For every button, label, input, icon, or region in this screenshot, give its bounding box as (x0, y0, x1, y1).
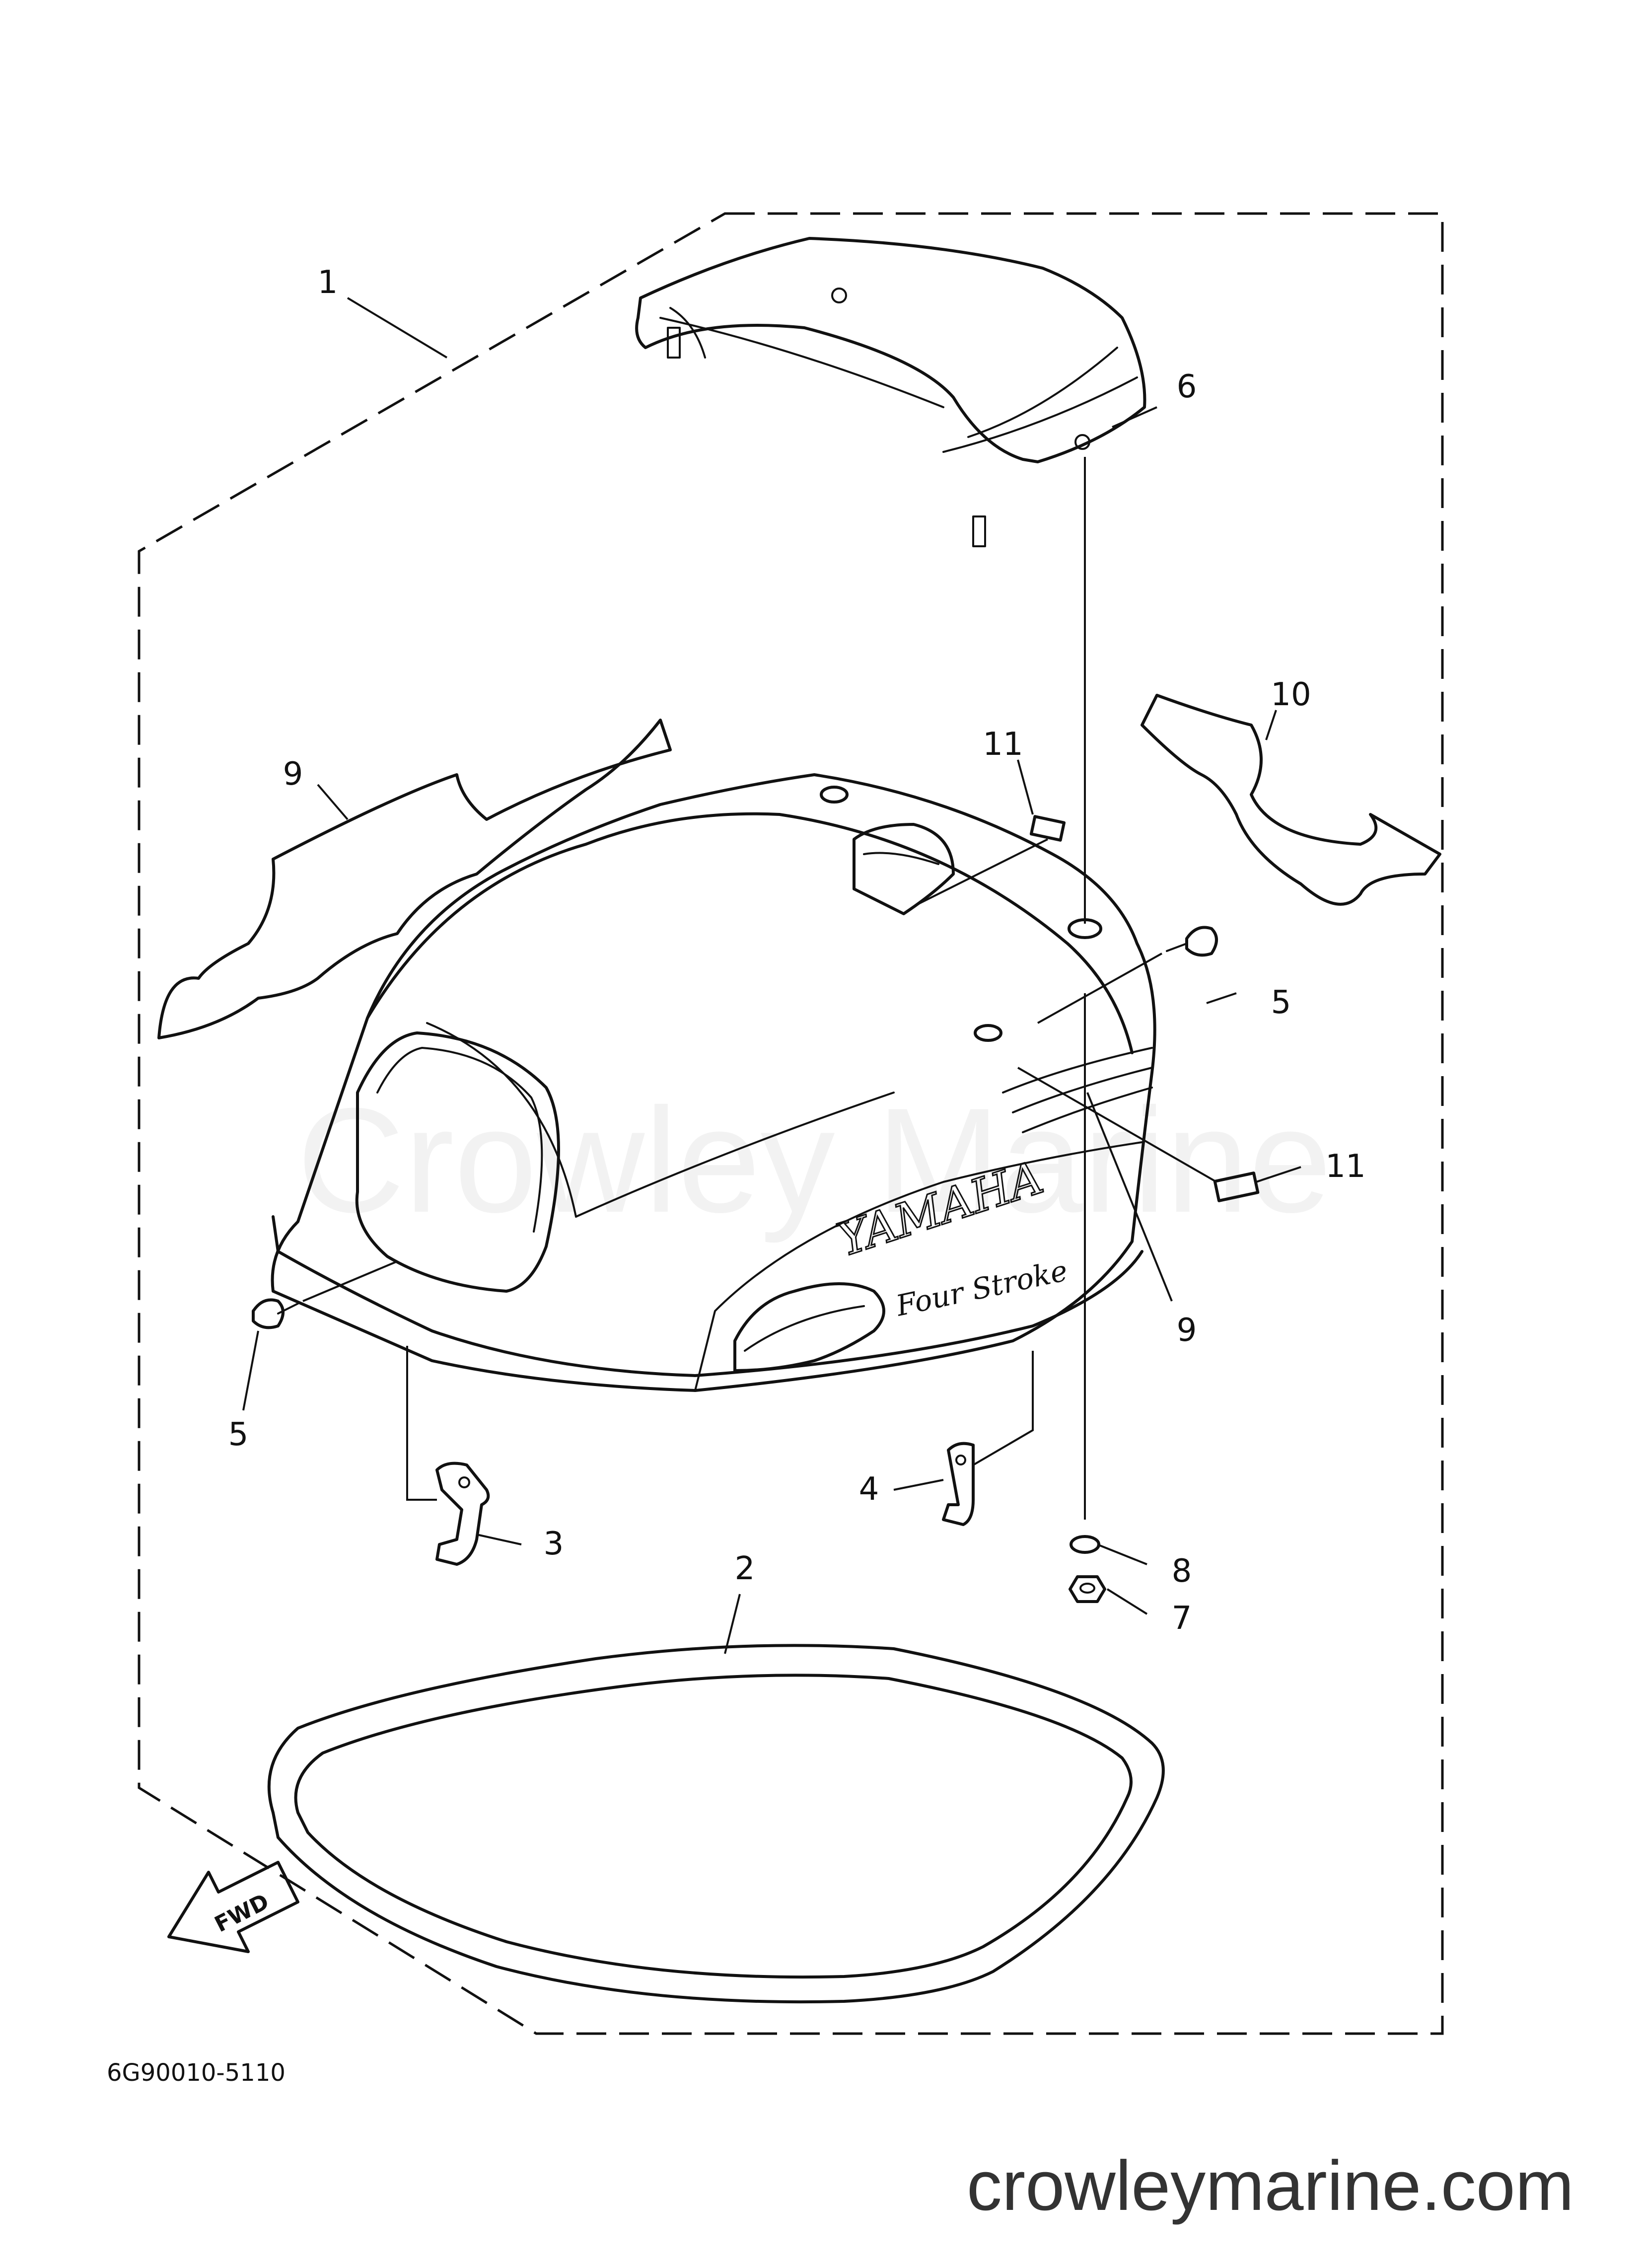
leader-2 (724, 1594, 741, 1654)
leader-9-left (317, 784, 349, 820)
leader-5-right (1206, 992, 1237, 1004)
watermark-text: Crowley Marine (297, 1077, 1332, 1244)
part-5-screw-left (252, 1260, 398, 1329)
forward-direction-arrow: FWD (167, 1861, 299, 1953)
leader-11-upper (1017, 759, 1034, 815)
part-5-screw-right (1037, 926, 1218, 1024)
callout-7: 7 (1172, 1600, 1192, 1637)
part-3-bracket (435, 1462, 490, 1566)
callout-11-lower: 11 (1325, 1148, 1365, 1185)
part-11-pad-lower (1213, 1171, 1260, 1202)
top-cowling (271, 773, 1156, 1392)
part-11-pad-upper (1029, 815, 1066, 842)
callout-5-left: 5 (228, 1416, 249, 1453)
callout-3: 3 (544, 1526, 564, 1562)
leader-7 (1106, 1588, 1148, 1615)
part-6-top-cover (635, 237, 1146, 547)
callout-2: 2 (735, 1550, 755, 1587)
callout-1: 1 (318, 264, 338, 301)
callout-9-right: 9 (1177, 1312, 1197, 1349)
part-9-decal-left (157, 719, 672, 1039)
leader-3 (476, 1534, 522, 1545)
guide-3 (406, 1346, 437, 1501)
guide-11-upper (918, 838, 1048, 905)
part-4-bracket (942, 1442, 975, 1526)
callout-11-upper: 11 (983, 726, 1023, 763)
guide-4 (972, 1351, 1034, 1466)
callout-8: 8 (1172, 1553, 1192, 1590)
site-url: crowleymarine.com (967, 2146, 1574, 2225)
leader-6 (1112, 406, 1157, 428)
assembly-boundary (138, 212, 1444, 2035)
leader-4 (893, 1479, 944, 1491)
callout-4: 4 (859, 1471, 879, 1508)
part-10-decal (1141, 694, 1441, 906)
callout-5-right: 5 (1271, 984, 1291, 1021)
part-8-washer (1070, 1535, 1100, 1554)
leader-10 (1265, 710, 1277, 740)
leader-1 (347, 297, 448, 359)
part-7-nut (1069, 1575, 1106, 1603)
part-code-label: 6G90010-5110 (107, 2059, 286, 2087)
part-2-seal (267, 1644, 1165, 2004)
leader-5-left (242, 1330, 259, 1411)
callout-9-left: 9 (283, 756, 303, 793)
callout-6: 6 (1177, 368, 1197, 405)
guide-11-lower (1017, 1067, 1217, 1183)
cowling-model-text: Four Stroke (893, 1253, 1071, 1323)
callout-10: 10 (1271, 676, 1311, 713)
leader-9-right (1086, 1092, 1173, 1302)
leader-11-lower (1256, 1166, 1301, 1183)
leader-8 (1097, 1543, 1147, 1565)
